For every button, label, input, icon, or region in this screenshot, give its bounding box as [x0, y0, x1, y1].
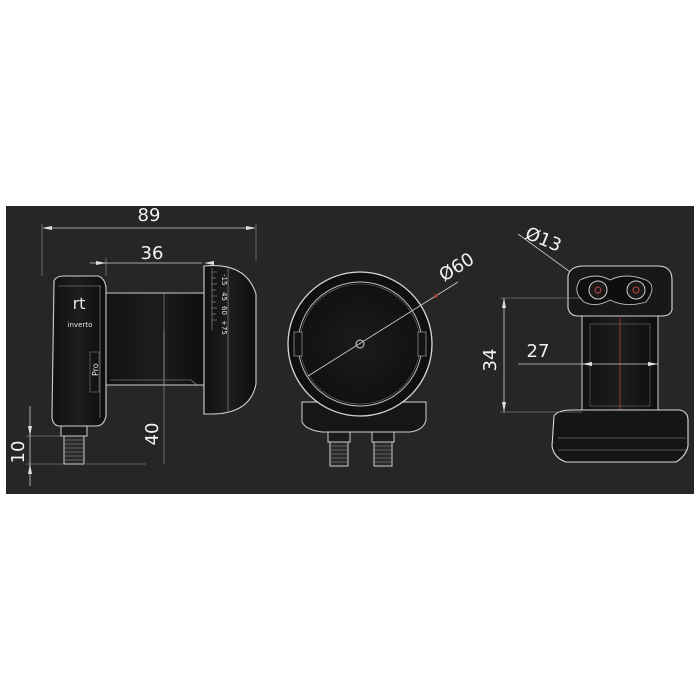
front-connector-1-nut: [327, 431, 351, 443]
dim-10-arrow-bottom: [28, 464, 32, 474]
bottom-flange: [551, 409, 689, 463]
dim-36-label: 36: [141, 243, 164, 264]
port-2-pin: [632, 286, 640, 294]
connector-thread: [63, 435, 85, 465]
dim-10-arrow-top: [28, 426, 32, 436]
brand-name: inverto: [68, 321, 93, 329]
connector-threads: [64, 439, 84, 461]
front-connector-2-nut: [371, 431, 395, 443]
dim-34-arrow-bottom: [502, 402, 506, 412]
port-2: [626, 280, 646, 300]
dim-34-label: 34: [480, 349, 501, 372]
drawing-panel: 89 36 rt inverto Pro: [6, 206, 694, 494]
dim-60-label: Ø60: [436, 249, 479, 286]
front-connector-1-threads: [330, 445, 348, 463]
dim-13-label: Ø13: [522, 223, 564, 256]
model-plate: [89, 351, 100, 393]
feedhorn-side: [203, 265, 257, 415]
model-label: Pro: [91, 363, 100, 376]
arm-bottom-chamfer: [110, 379, 199, 387]
bottom-view: Ø13 34 27: [480, 223, 689, 463]
lnb-technical-drawing: 89 36 rt inverto Pro: [8, 206, 689, 486]
front-tab-left: [293, 331, 303, 357]
skew-60: 60: [220, 306, 228, 315]
front-tab-right: [417, 331, 427, 357]
dim-60-marker: [434, 294, 438, 298]
dim-89-arrow-right: [246, 226, 256, 230]
feedhorn-outer: [287, 271, 433, 417]
lnb-housing: [51, 275, 107, 427]
skew-75: +75: [220, 320, 228, 335]
port-1-pin: [594, 286, 602, 294]
dim-27-label: 27: [527, 341, 550, 362]
dim-10-label: 10: [8, 441, 29, 464]
side-view: 89 36 rt inverto Pro: [8, 206, 257, 486]
lnb-arm: [105, 292, 207, 386]
connector-nut: [60, 425, 88, 437]
front-connector-2-threads: [374, 445, 392, 463]
brand-logo-mark: rt: [73, 294, 86, 313]
front-view: Ø60: [287, 249, 479, 467]
dim-36-arrow-right: [204, 261, 214, 265]
port-1: [588, 280, 608, 300]
dim-40-label: 40: [142, 423, 163, 446]
dim-34-arrow-top: [502, 298, 506, 308]
skew-15: -15: [220, 274, 228, 285]
dim-27-arrow-right: [648, 362, 658, 366]
dim-27-arrow-left: [582, 362, 592, 366]
skew-scale: -15 45 60 +75: [211, 268, 228, 335]
skew-45: 45: [220, 292, 228, 301]
dim-89-arrow-left: [42, 226, 52, 230]
feedhorn-center: [355, 339, 365, 349]
dim-60-leader: [307, 281, 459, 377]
dim-36-arrow-left: [96, 261, 106, 265]
dim-89-label: 89: [138, 206, 161, 226]
